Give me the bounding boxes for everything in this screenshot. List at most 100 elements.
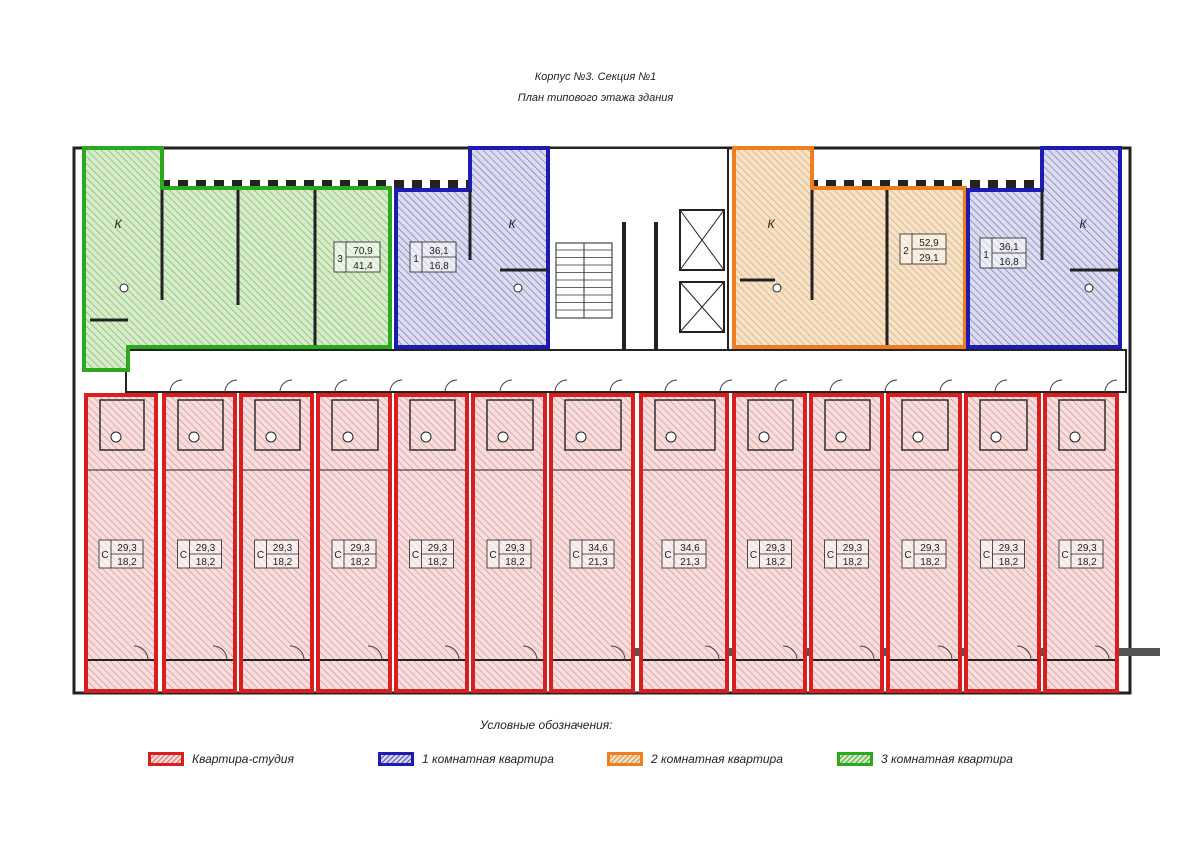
studio-total-area: 29,3 (766, 543, 786, 554)
studio-code: С (101, 550, 108, 561)
studio-total-area: 29,3 (1077, 543, 1097, 554)
facade-window-north (196, 180, 206, 188)
elevator-shaft-2 (679, 281, 725, 333)
facade-window-north (934, 180, 944, 188)
facade-window-north (214, 180, 224, 188)
studio-living-area: 21,3 (588, 557, 608, 568)
room-count: 1 (413, 254, 419, 265)
core-wall (654, 222, 658, 350)
door-swing-icon (499, 379, 513, 393)
legend-label-one-room: 1 комнатная квартира (422, 752, 554, 766)
legend-item-studio: Квартира-студия (148, 750, 294, 768)
total-area: 36,1 (429, 246, 449, 257)
facade-window-north (394, 180, 404, 188)
bathroom-walls (99, 399, 145, 451)
living-area: 41,4 (353, 261, 373, 272)
studio-area-box: С34,621,3 (569, 539, 615, 569)
studio-total-area: 34,6 (588, 543, 608, 554)
studio-code: С (489, 550, 496, 561)
door-swing-icon (994, 379, 1008, 393)
legend-title: Условные обозначения: (480, 718, 613, 732)
toilet-icon (110, 431, 122, 443)
studio-total-area: 29,3 (505, 543, 525, 554)
toilet-icon (1084, 283, 1094, 293)
studio-code: С (827, 550, 834, 561)
studio-total-area: 29,3 (920, 543, 940, 554)
door-swing-icon (169, 379, 183, 393)
door-swing-icon (522, 645, 538, 661)
toilet-icon (1069, 431, 1081, 443)
studio-code: С (750, 550, 757, 561)
studio-code: С (664, 550, 671, 561)
area-box: 2 52,9 29,1 (899, 233, 947, 265)
studio-apartment: С34,621,3 (549, 393, 635, 693)
studio-code: С (180, 550, 187, 561)
area-box: 370,941,4 (333, 241, 381, 273)
legend-label-two-room: 2 комнатная квартира (651, 752, 783, 766)
facade-window-north (376, 180, 386, 188)
door-swing-icon (554, 379, 568, 393)
studio-code: С (412, 550, 419, 561)
studio-living-area: 18,2 (117, 557, 137, 568)
toilet-icon (265, 431, 277, 443)
area-box: 136,116,8 (409, 241, 457, 273)
facade-window-north (844, 180, 854, 188)
studio-apartment: С29,318,2 (1043, 393, 1119, 693)
legend-swatch-one-room (378, 752, 414, 766)
legend-item-three-room: 3 комнатная квартира (837, 750, 1013, 768)
studio-code: С (334, 550, 341, 561)
kitchen-label: К (114, 217, 122, 231)
door-swing-icon (829, 379, 843, 393)
studio-apartment: С29,318,2 (809, 393, 884, 693)
door-swing-icon (859, 645, 875, 661)
bathroom-walls (177, 399, 224, 451)
total-area: 52,9 (919, 238, 939, 249)
door-swing-icon (133, 645, 149, 661)
toilet-icon (119, 283, 129, 293)
studio-apartment: С29,318,2 (964, 393, 1041, 693)
studio-area-box: С29,318,2 (254, 539, 299, 569)
kitchen-label: К (767, 217, 775, 231)
studio-living-area: 18,2 (920, 557, 940, 568)
door-swing-icon (884, 379, 898, 393)
door-swing-icon (774, 379, 788, 393)
door-swing-icon (1094, 645, 1110, 661)
studio-living-area: 18,2 (350, 557, 370, 568)
door-swing-icon (782, 645, 798, 661)
facade-window-north (250, 180, 260, 188)
facade-window-north (970, 180, 980, 188)
facade-window-north (160, 180, 170, 188)
apartment-apt-2room-n: К 2 52,9 29,1 (732, 146, 967, 349)
apartment-apt-3room-nw: К 370,941,4 (82, 146, 392, 372)
door-swing-icon (664, 379, 678, 393)
studio-area-box: С29,318,2 (409, 539, 454, 569)
elevator-cross (679, 281, 725, 333)
core-outline (547, 147, 729, 351)
bathroom-walls (654, 399, 716, 451)
studio-apartment: С29,318,2 (394, 393, 469, 693)
facade-window-north (952, 180, 962, 188)
room-count: 2 (903, 246, 909, 257)
kitchen-label: К (508, 217, 516, 231)
facade-window-north (880, 180, 890, 188)
legend-swatch-studio (148, 752, 184, 766)
bathroom-walls (409, 399, 456, 451)
studio-living-area: 18,2 (273, 557, 293, 568)
room-count: 1 (983, 250, 989, 261)
studio-area-box: С29,318,2 (824, 539, 869, 569)
bathroom-walls (486, 399, 534, 451)
studio-area-box: С34,621,3 (661, 539, 707, 569)
bathroom-walls (1058, 399, 1106, 451)
facade-window-north (430, 180, 440, 188)
door-swing-icon (1104, 379, 1118, 393)
studio-area-box: С29,318,2 (98, 539, 144, 569)
living-area: 29,1 (919, 253, 939, 264)
studio-total-area: 34,6 (680, 543, 700, 554)
corridor (125, 349, 1127, 393)
door-swing-icon (610, 645, 626, 661)
bathroom-walls (901, 399, 949, 451)
elevator-shaft-1 (679, 209, 725, 271)
